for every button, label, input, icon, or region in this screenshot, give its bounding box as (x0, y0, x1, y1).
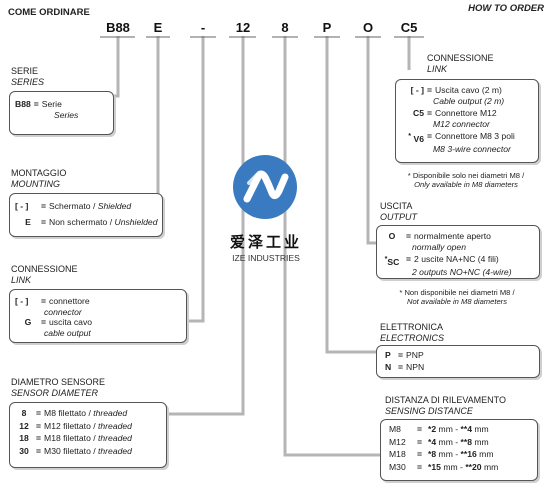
code-output: O (362, 20, 374, 35)
list-item: 18=M18 filettato / threaded (19, 433, 132, 443)
list-item: C5=Connettore M12 (413, 108, 497, 118)
logo-subtitle: IZE INDUSTRIES (232, 253, 300, 263)
logo-name: 爱泽工业 (229, 234, 302, 251)
serie-value-en: Series (54, 109, 79, 120)
code-link: C5 (400, 20, 418, 35)
code-distance: 8 (281, 20, 289, 35)
serie-value: Serie (41, 99, 62, 109)
list-item: N=NPN (385, 361, 425, 372)
list-item: E= Non schermato / Unshielded (25, 216, 158, 227)
table-row: M18=*8 mm - **16 mm (389, 449, 494, 459)
list-item: [ - ]=Uscita cavo (2 m) (410, 85, 502, 95)
table-row: M30=*15 mm - **20 mm (389, 461, 499, 472)
logo-icon (233, 155, 297, 219)
list-item: P=PNP (385, 350, 424, 360)
code-connection: - (200, 20, 206, 35)
code-series: B88 (106, 20, 130, 35)
code-electronics: P (322, 20, 332, 35)
code-diameter: 12 (235, 20, 251, 35)
uscita-box: O=normalmente aperto normally open *SC=2… (376, 225, 540, 279)
logo (225, 147, 305, 227)
list-item: G= uscita cavo (24, 317, 93, 327)
list-item: * V6=Connettore M8 3 poli (408, 131, 515, 144)
connessione-left-box: [ - ]= connettore connector G= uscita ca… (9, 289, 187, 343)
uscita-note: * Non disponibile nei diametri M8 / Not … (399, 288, 515, 306)
list-item: 12=M12 filettato / threaded (19, 420, 132, 431)
code-mounting: E (153, 20, 163, 35)
connessione-right-note: * Disponibile solo nei diametri M8 / Onl… (407, 171, 525, 189)
connessione-right-box: [ - ]=Uscita cavo (2 m) Cable output (2 … (395, 79, 539, 163)
table-row: M8=*2 mm - **4 mm (389, 424, 489, 434)
list-item: 30=M30 filettato / threaded (19, 445, 132, 456)
serie-key: B88 (15, 99, 31, 109)
list-item: [ - ]= connettore (15, 296, 90, 306)
list-item: *SC=2 uscite NA+NC (4 fili) (384, 254, 499, 267)
distanza-box: M8=*2 mm - **4 mm M12=*4 mm - **8 mm M18… (380, 419, 538, 481)
montaggio-box: [ - ]= Schermato / Shielded E= Non scher… (9, 193, 163, 237)
elettronica-box: P=PNP N=NPN (376, 345, 540, 378)
serie-box: B88 = Serie Series (9, 91, 114, 135)
header-title: COME ORDINARE (8, 7, 90, 18)
list-item: [ - ]= Schermato / Shielded (15, 201, 132, 211)
list-item: O=normalmente aperto (388, 231, 491, 241)
table-row: M12=*4 mm - **8 mm (389, 436, 489, 447)
list-item: 8=M8 filettato / threaded (21, 408, 128, 418)
diametro-box: 8=M8 filettato / threaded 12=M12 filetta… (9, 402, 167, 468)
header-title-en: HOW TO ORDER (468, 3, 544, 14)
